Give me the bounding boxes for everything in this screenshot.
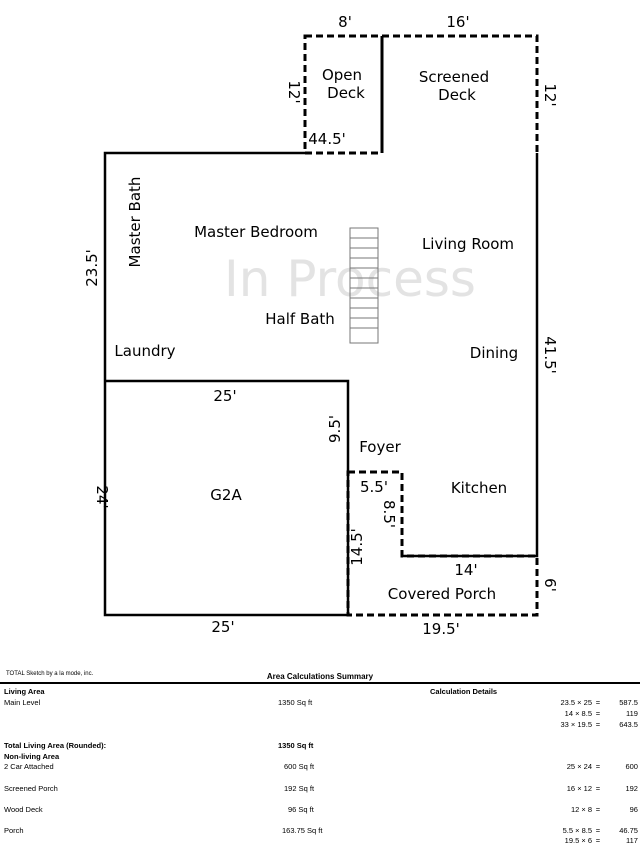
dim-garage-top: 25' — [213, 387, 236, 405]
dim-screened-deck-right: 12' — [541, 83, 559, 106]
non-living-row-label: Screened Porch — [4, 784, 58, 793]
floor-plan: In Process Open Deck Screened Deck Maste… — [83, 13, 559, 638]
dim-main-left: 23.5' — [83, 249, 101, 287]
room-label-screened-deck-1: Screened — [419, 68, 489, 86]
room-label-g2a: G2A — [210, 486, 242, 504]
total-living-area-label: Total Living Area (Rounded): — [4, 741, 107, 750]
room-label-foyer: Foyer — [359, 438, 401, 456]
room-label-dining: Dining — [470, 344, 518, 362]
dim-open-deck-top: 8' — [338, 13, 352, 31]
dim-porch-notch-top: 5.5' — [360, 478, 388, 496]
calc-row: 14 × 8.5=119 — [564, 709, 638, 718]
calc-row: 25 × 24=600 — [566, 762, 638, 771]
dim-porch-left: 14.5' — [348, 528, 366, 566]
calc-row: 12 × 8=96 — [570, 805, 638, 814]
main-house-outline — [103, 151, 539, 617]
dim-porch-notch-right: 8.5' — [380, 500, 398, 528]
summary-title: Area Calculations Summary — [266, 672, 374, 681]
room-label-master-bath: Master Bath — [126, 177, 144, 268]
dim-foyer-left: 9.5' — [326, 415, 344, 443]
non-living-area-heading: Non-living Area — [4, 752, 60, 761]
dim-screened-deck-top: 16' — [446, 13, 469, 31]
dim-open-deck-left: 12' — [285, 80, 303, 103]
room-label-screened-deck-2: Deck — [438, 86, 476, 104]
calc-row: 23.5 × 25=587.5 — [560, 698, 638, 707]
main-level-value: 1350 Sq ft — [278, 698, 313, 707]
room-label-open-deck-2: Deck — [327, 84, 365, 102]
room-label-open-deck-1: Open — [322, 66, 362, 84]
dim-garage-left: 24' — [93, 485, 111, 508]
calc-row: 19.5 × 6=117 — [564, 836, 638, 845]
software-brand: TOTAL Sketch by a la mode, inc. — [6, 671, 94, 677]
room-label-covered-porch: Covered Porch — [388, 585, 496, 603]
room-label-master-bedroom: Master Bedroom — [194, 223, 318, 241]
room-label-kitchen: Kitchen — [451, 479, 507, 497]
summary-divider — [0, 682, 640, 684]
room-label-living-room: Living Room — [422, 235, 514, 253]
garage-wall — [105, 379, 350, 472]
calc-row: 5.5 × 8.5=46.75 — [562, 826, 638, 835]
non-living-row-value: 163.75 Sq ft — [282, 826, 323, 835]
non-living-row-label: Porch — [4, 826, 24, 835]
total-living-area-value: 1350 Sq ft — [278, 741, 314, 750]
dim-deck-bottom: 44.5' — [308, 130, 346, 148]
calc-row: 33 × 19.5=643.5 — [560, 720, 638, 729]
non-living-row-value: 600 Sq ft — [284, 762, 315, 771]
calc-row: 16 × 12=192 — [566, 784, 638, 793]
dim-porch-right: 6' — [541, 578, 559, 592]
room-label-laundry: Laundry — [114, 342, 175, 360]
non-living-row-value: 96 Sq ft — [288, 805, 314, 814]
main-level-label: Main Level — [4, 698, 41, 707]
non-living-row-value: 192 Sq ft — [284, 784, 315, 793]
dim-porch-top: 14' — [454, 561, 477, 579]
dim-porch-bottom: 19.5' — [422, 620, 460, 638]
living-area-heading: Living Area — [4, 687, 45, 696]
dim-main-right: 41.5' — [541, 336, 559, 374]
screened-deck-outline — [382, 34, 539, 153]
non-living-row-label: Wood Deck — [4, 805, 43, 814]
non-living-row-label: 2 Car Attached — [4, 762, 54, 771]
room-label-half-bath: Half Bath — [265, 310, 335, 328]
stair-symbol — [349, 227, 379, 344]
covered-porch-outline — [346, 470, 539, 617]
calculation-details-heading: Calculation Details — [430, 687, 498, 696]
area-calculations-summary: TOTAL Sketch by a la mode, inc. Area Cal… — [0, 662, 640, 846]
dim-garage-bottom: 25' — [211, 618, 234, 636]
